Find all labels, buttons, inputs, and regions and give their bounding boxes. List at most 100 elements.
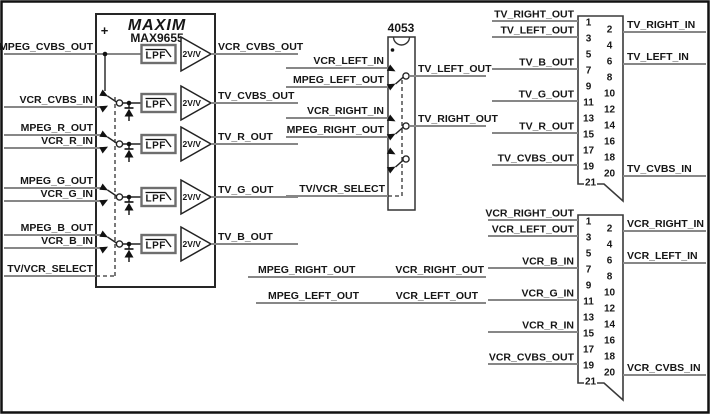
pin-number: 11 (583, 98, 594, 109)
audio-link-lines: MPEG_RIGHT_OUT VCR_RIGHT_OUT MPEG_LEFT_O… (248, 264, 486, 304)
pin-number: 13 (583, 114, 595, 125)
label-tv-cvbs-out: TV_CVBS_OUT (218, 90, 295, 102)
lpf-filter-icon (140, 186, 177, 208)
pin-number: 6 (607, 256, 613, 267)
label-vcr-g-in: VCR_G_IN (521, 288, 574, 300)
pin-number: 21 (585, 377, 597, 388)
pin-number: 2 (607, 224, 613, 235)
pin-number: 7 (586, 265, 592, 276)
label-tv-r-out: TV_R_OUT (218, 131, 273, 143)
label-tv-g-out: TV_G_OUT (218, 184, 274, 196)
label-vcr-left-in: VCR_LEFT_IN (313, 55, 384, 67)
label-vcr-cvbs-out: VCR_CVBS_OUT (218, 41, 304, 53)
label-vcr-cvbs-in: VCR_CVBS_IN (19, 94, 93, 106)
pin-number: 17 (583, 146, 595, 157)
label-mpeg-right-out: MPEG_RIGHT_OUT (258, 264, 356, 276)
label-tv-g-out: TV_G_OUT (519, 89, 575, 101)
pin-number: 13 (583, 313, 595, 324)
label-mpeg-cvbs-out: MPEG_CVBS_OUT (0, 41, 94, 53)
pin-number: 3 (586, 233, 592, 244)
label-vcr-cvbs-out: VCR_CVBS_OUT (489, 352, 575, 364)
pin-number: 9 (586, 82, 592, 93)
label-tv-vcr-select: TV/VCR_SELECT (7, 263, 93, 275)
pin-number: 16 (604, 336, 616, 347)
label-vcr-left-out: VCR_LEFT_OUT (492, 224, 575, 236)
select-control-dashed-line (388, 80, 403, 197)
junction-dot (102, 51, 108, 57)
scart-body (577, 214, 624, 402)
lpf-filter-icon (140, 43, 177, 65)
pin-number: 8 (607, 73, 613, 84)
label-mpeg-g-out: MPEG_G_OUT (20, 175, 94, 187)
pin-number: 12 (604, 304, 616, 315)
pin-number: 17 (583, 345, 595, 356)
label-vcr-b-in: VCR_B_IN (522, 256, 574, 268)
pin-number: 15 (583, 130, 595, 141)
ic-notch (392, 36, 411, 46)
label-vcr-left-out: VCR_LEFT_OUT (396, 290, 479, 302)
pin-number: 6 (607, 57, 613, 68)
scart-body (577, 15, 624, 203)
pin-number: 9 (586, 281, 592, 292)
label-mpeg-r-out: MPEG_R_OUT (21, 122, 94, 134)
mux4053-part-label: 4053 (388, 21, 415, 35)
pin-number: 14 (604, 121, 616, 132)
pin-number: 1 (586, 18, 592, 29)
pin-number: 15 (583, 329, 595, 340)
label-tv-b-out: TV_B_OUT (519, 57, 574, 69)
label-tv-right-in: TV_RIGHT_IN (627, 19, 695, 31)
pin-number: 4 (607, 41, 613, 52)
pin-number: 12 (604, 105, 616, 116)
lpf-filter-icon (140, 92, 177, 114)
pin1-dot (390, 48, 395, 52)
label-tv-cvbs-out: TV_CVBS_OUT (498, 153, 575, 165)
label-vcr-right-out: VCR_RIGHT_OUT (395, 264, 484, 276)
pin-number: 11 (583, 297, 594, 308)
pin-number: 4 (607, 240, 613, 251)
max9655-block: + MAXIM MAX9655 MPEG_CVBS_OUT VCR_CVBS_O… (0, 13, 304, 288)
pin-number: 21 (585, 178, 597, 189)
label-tv-cvbs-in: TV_CVBS_IN (627, 163, 692, 175)
max9655-part-label: MAX9655 (130, 31, 184, 45)
label-vcr-g-in: VCR_G_IN (40, 188, 93, 200)
label-vcr-left-in: VCR_LEFT_IN (627, 250, 698, 262)
pin-number: 1 (586, 217, 592, 228)
pin-number: 10 (604, 89, 616, 100)
pin-number: 7 (586, 66, 592, 77)
label-tv-left-out: TV_LEFT_OUT (418, 63, 492, 75)
label-tv-vcr-select: TV/VCR_SELECT (299, 183, 385, 195)
pin-number: 3 (586, 34, 592, 45)
pin-number: 10 (604, 288, 616, 299)
label-mpeg-left-out: MPEG_LEFT_OUT (268, 290, 360, 302)
lpf-filter-icon (140, 133, 177, 155)
label-mpeg-left-out: MPEG_LEFT_OUT (293, 74, 385, 86)
label-vcr-right-out: VCR_RIGHT_OUT (485, 208, 574, 220)
maxim-logo: MAXIM (128, 17, 186, 34)
label-mpeg-b-out: MPEG_B_OUT (21, 222, 94, 234)
pin-number: 5 (586, 50, 592, 61)
pin-number: 20 (604, 368, 616, 379)
label-vcr-cvbs-in: VCR_CVBS_IN (627, 362, 701, 374)
lpf-filter-icon (140, 233, 177, 255)
label-vcr-right-in: VCR_RIGHT_IN (627, 218, 704, 230)
label-vcr-r-in: VCR_R_IN (522, 320, 574, 332)
label-vcr-right-in: VCR_RIGHT_IN (307, 105, 384, 117)
label-tv-left-in: TV_LEFT_IN (627, 51, 689, 63)
select-control-dashed-line (96, 97, 116, 277)
label-tv-right-out: TV_RIGHT_OUT (418, 113, 499, 125)
pin-number: 18 (604, 352, 616, 363)
label-tv-b-out: TV_B_OUT (218, 231, 273, 243)
pin-number: 8 (607, 272, 613, 283)
pin-number: 19 (583, 361, 595, 372)
pin-number: 2 (607, 25, 613, 36)
pin-number: 19 (583, 162, 595, 173)
label-tv-right-out: TV_RIGHT_OUT (494, 9, 575, 21)
pin-number: 16 (604, 137, 616, 148)
mux4053-block: 4053 VCR_LEFT_IN MPEG_LEFT_OUT TV_LEFT_O… (286, 21, 499, 211)
label-tv-r-out: TV_R_OUT (519, 121, 574, 133)
